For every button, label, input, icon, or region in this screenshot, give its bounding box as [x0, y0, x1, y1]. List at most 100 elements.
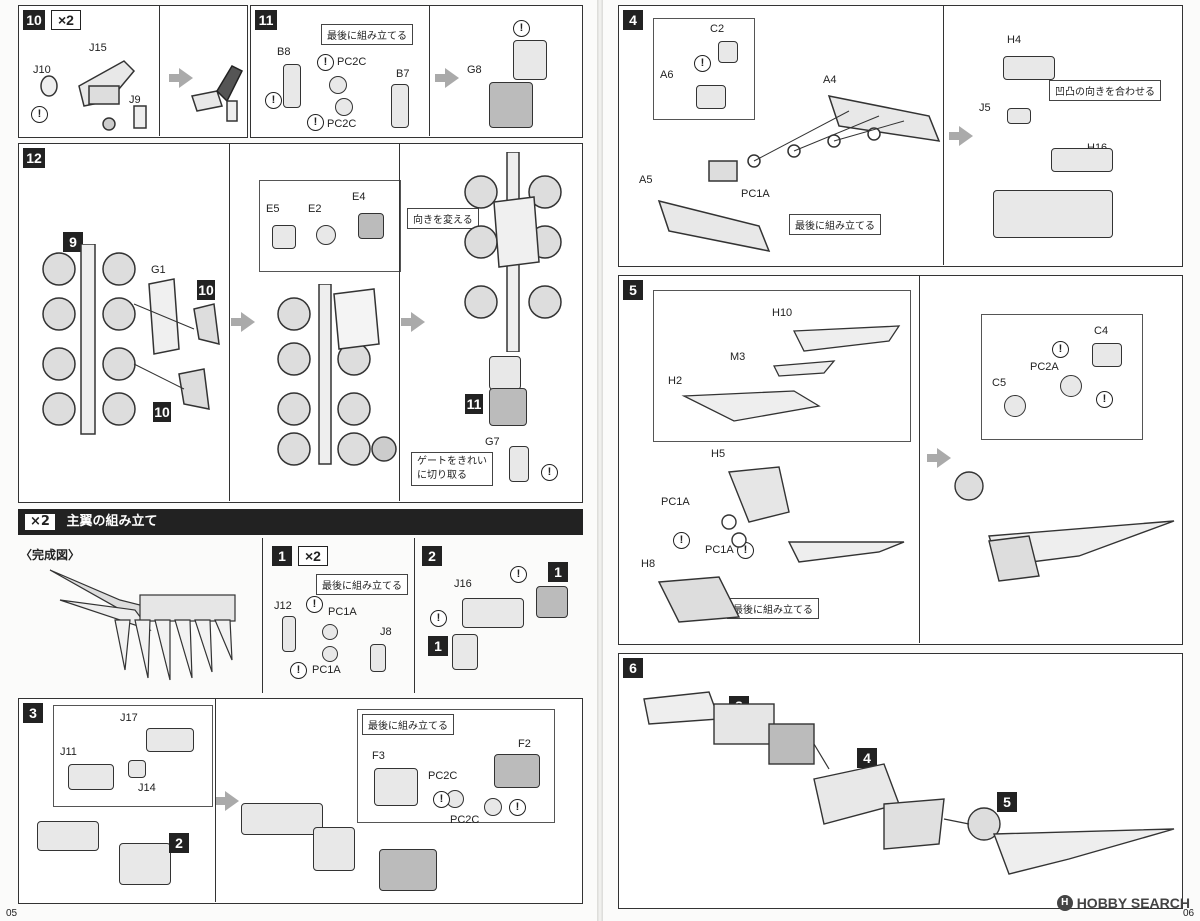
cube-part: [128, 760, 146, 778]
part-label: E5: [266, 203, 280, 215]
cap-block: [452, 634, 478, 670]
sub-step-9: 9: [63, 232, 83, 252]
brand-logo-icon: H: [1056, 895, 1073, 911]
part-label: C2: [710, 23, 725, 35]
caution-icon: !: [306, 596, 323, 613]
arm-parts-illustration: [40, 60, 147, 131]
polycap: [322, 624, 338, 640]
part-label: J15: [89, 42, 107, 54]
cap-block: [536, 586, 568, 618]
flow-arrow: [927, 448, 951, 468]
assembled-block: [241, 803, 323, 835]
part-label: J12: [274, 600, 292, 612]
part-label: E4: [352, 191, 366, 203]
step-1-number: 1: [272, 546, 292, 566]
part-label: F3: [372, 750, 385, 762]
watermark-text: HOBBY SEARCH: [1076, 895, 1190, 911]
joint-part: [282, 616, 296, 652]
note-cut-gate: ゲートをきれい に切り取る: [411, 452, 493, 486]
step-10-panel: 10 ×2 J15 J10 J9 !: [18, 5, 248, 138]
divider: [215, 699, 216, 902]
part-label: A4: [823, 74, 837, 86]
part-label: PC2C: [428, 770, 458, 782]
part-label: H2: [668, 375, 683, 387]
polycap: [484, 798, 502, 816]
part-label: E2: [308, 203, 322, 215]
assembled-block: [37, 821, 99, 851]
f-assembled: [379, 849, 437, 891]
note-assemble-last: 最後に組み立てる: [362, 714, 454, 735]
part-label: G7: [485, 436, 500, 448]
caution-icon: !: [1052, 341, 1069, 358]
step-number: 11: [255, 10, 277, 30]
part-label: J16: [454, 578, 472, 590]
caution-icon: !: [433, 791, 450, 808]
part-label: C4: [1094, 325, 1109, 337]
blade-parts-inset: H10 M3 H2: [653, 290, 911, 442]
part-label: J14: [138, 782, 156, 794]
arm-parts-inset: C2 A6 !: [653, 18, 755, 120]
step-3-panel: 3 J17 J11 J14 2 最後に組み立てる F3 F2 PC2C PC2C…: [18, 698, 583, 904]
caution-icon: !: [510, 566, 527, 583]
f-parts-inset: 最後に組み立てる F3 F2 PC2C PC2C: [357, 709, 555, 826]
c5-part: [1004, 395, 1026, 417]
armor-plate: [489, 388, 527, 426]
pin-part: [316, 225, 336, 245]
polycap: [329, 76, 347, 94]
note-assemble-last: 最後に組み立てる: [789, 214, 881, 235]
final-wing-assembly-illustration: [643, 691, 1175, 875]
flow-arrow: [435, 68, 459, 88]
flow-arrow: [401, 312, 425, 332]
flow-arrow: [949, 126, 973, 146]
book-gutter: [597, 0, 603, 921]
caution-icon: !: [694, 55, 711, 72]
part-label: B8: [277, 46, 291, 58]
part-label: J11: [60, 746, 77, 758]
part-label: PC2C: [450, 814, 480, 826]
part-label: PC2A: [1030, 361, 1059, 373]
part-label: H4: [1007, 34, 1022, 46]
flow-arrow: [231, 312, 255, 332]
c2-part: [718, 41, 738, 63]
ear-parts-inset: E5 E2 E4: [259, 180, 401, 272]
right-page: 4 C2 A6 ! A4 A5 PC1A 最後に組み立てる H4: [603, 0, 1200, 921]
flow-arrow: [215, 791, 239, 811]
multiplier-badge: ×2: [24, 513, 56, 531]
main-wing-complete-illustration: [49, 569, 236, 681]
caution-icon: !: [265, 92, 282, 109]
part-label: F2: [518, 738, 531, 750]
note-assemble-last: 最後に組み立てる: [321, 24, 413, 45]
step-4-panel: 4 C2 A6 ! A4 A5 PC1A 最後に組み立てる H4: [618, 5, 1183, 267]
part-label: PC1A: [312, 664, 341, 676]
page-number: 06: [1183, 908, 1195, 919]
divider: [399, 144, 400, 501]
caution-icon: !: [290, 662, 307, 679]
a6-part: [696, 85, 726, 109]
step-number: 10: [23, 10, 45, 30]
part-label: PC1A: [328, 606, 357, 618]
block-part: [68, 764, 114, 790]
c4-part: [1092, 343, 1122, 367]
note-align-notch: 凹凸の向きを合わせる: [1049, 80, 1161, 101]
caution-icon: !: [673, 532, 690, 549]
part-label: G1: [151, 264, 166, 276]
part-label: PC1A: [741, 188, 770, 200]
torso-assembly-illustration: [277, 284, 397, 466]
part-label: J5: [979, 102, 991, 114]
sub-step-1: 1: [428, 636, 448, 656]
divider: [229, 144, 230, 501]
step-11-panel: 11 最後に組み立てる B8 PC2C B7 PC2C ! ! ! G8 !: [250, 5, 583, 138]
divider: [943, 6, 944, 265]
cap-part: [272, 225, 296, 249]
polycap: [322, 646, 338, 662]
note-change-direction: 向きを変える: [407, 208, 479, 229]
h4-part: [1003, 56, 1055, 80]
part-label: PC1A: [661, 496, 690, 508]
left-page: 10 ×2 J15 J10 J9 ! 11 最後に組み立てる B8 PC2C B…: [0, 0, 597, 921]
part-label: PC2C: [327, 118, 357, 130]
section-header: ×2 主翼の組み立て: [18, 509, 583, 535]
caution-icon: !: [430, 610, 447, 627]
step-2-number: 2: [422, 546, 442, 566]
torso-frame-illustration: [42, 244, 220, 435]
joint-part: [391, 84, 409, 128]
